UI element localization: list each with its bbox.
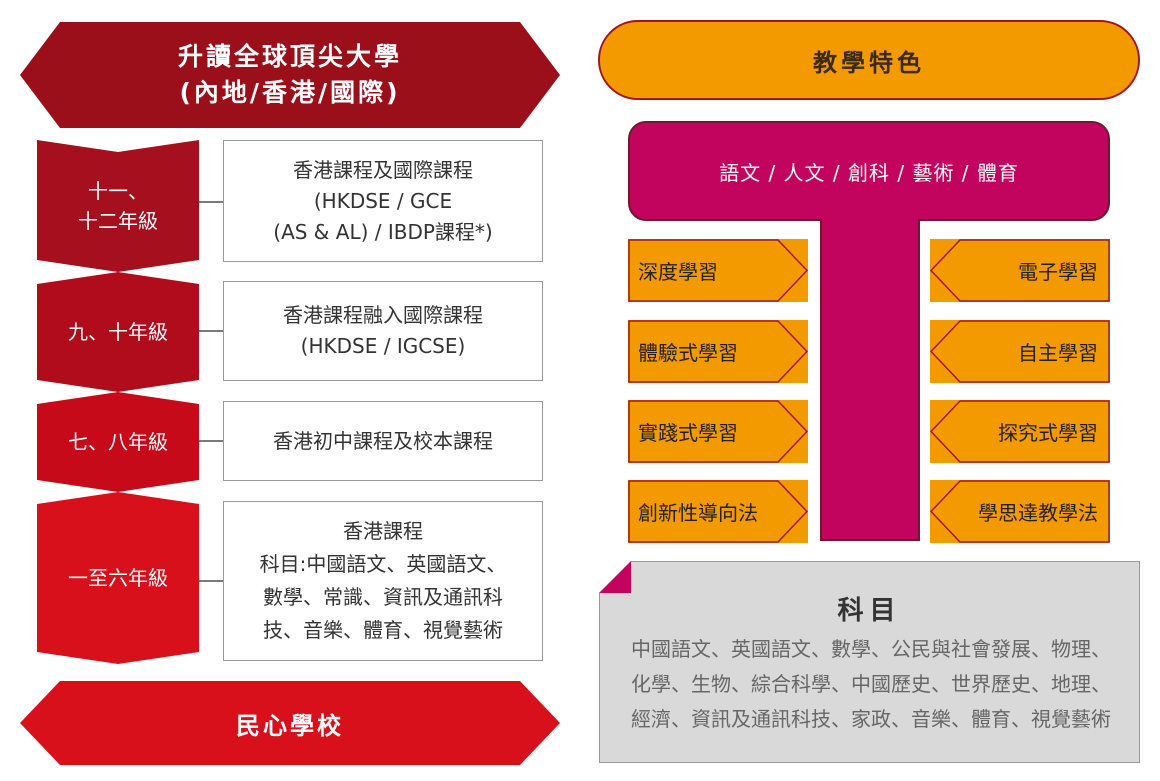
feature-label: 探究式學習 [998,421,1098,445]
arrow-shape [930,480,1110,543]
subjects-list: 中國語文、英國語文、數學、公民與社會發展、物理、 化學、生物、綜合科學、中國歷史… [610,632,1132,737]
feature-label: 學思達教學法 [978,501,1098,525]
course-line: 數學、常識、資訊及通訊科 [263,585,503,609]
feature-label: 創新性導向法 [638,501,758,525]
teaching-features-title: 教學特色 [813,48,925,77]
subjects-line: 化學、生物、綜合科學、中國歷史、世界歷史、地理、 [631,672,1111,696]
subjects-title: 科目 [837,596,902,626]
t-bar-top: 語文 / 人文 / 創科 / 藝術 / 體育 [628,121,1110,221]
connector-line [199,440,223,442]
feature-arrow-left: 體驗式學習 [628,320,808,383]
arrow-shape [930,320,1110,383]
feature-label: 自主學習 [1018,341,1098,365]
arrow-shape [628,239,808,302]
grade-chevron-1-6: 一至六年級 [37,492,199,664]
course-box-1-6: 香港課程 科目:中國語文、英國語文、 數學、常識、資訊及通訊科 技、音樂、體育、… [223,501,543,661]
course-line: 科目:中國語文、英國語文、 [259,552,507,576]
school-banner-label: 民心學校 [236,711,344,740]
t-bar-label: 語文 / 人文 / 創科 / 藝術 / 體育 [719,160,1019,185]
arrow-shape [930,400,1110,463]
arrow-shape [930,239,1110,302]
course-box-11-12: 香港課程及國際課程 (HKDSE / GCE (AS & AL) / IBDP課… [223,140,543,262]
subjects-line: 經濟、資訊及通訊科技、家政、音樂、體育、視覺藝術 [631,707,1111,731]
feature-arrow-right: 探究式學習 [930,400,1110,463]
connector-line [199,330,223,332]
arrow-shape [628,400,808,463]
course-line: (AS & AL) / IBDP課程*) [273,219,493,244]
feature-label: 深度學習 [638,260,718,284]
course-line: 香港課程融入國際課程 [283,303,483,327]
university-banner: 升讀全球頂尖大學 (內地/香港/國際) [20,22,560,128]
connector-line [199,580,223,582]
arrow-shape [628,320,808,383]
feature-arrow-left: 創新性導向法 [628,480,808,543]
subjects-panel [599,561,1140,763]
feature-label: 體驗式學習 [638,341,738,365]
grade-label: 十一、 [88,179,148,203]
grade-label: 十二年級 [78,209,158,233]
university-banner-line2: (內地/香港/國際) [179,78,401,107]
teaching-features-header: 教學特色 [598,20,1140,100]
grade-chevron-9-10: 九、十年級 [37,272,199,392]
feature-arrow-right: 電子學習 [930,239,1110,302]
grade-label: 七、八年級 [68,430,168,454]
subjects-line: 中國語文、英國語文、數學、公民與社會發展、物理、 [631,637,1111,661]
school-banner: 民心學校 [20,681,560,765]
feature-arrow-right: 學思達教學法 [930,480,1110,543]
university-banner-line1: 升讀全球頂尖大學 [177,42,402,71]
arrow-shape [628,480,808,543]
course-line: 技、音樂、體育、視覺藝術 [263,618,503,642]
course-box-9-10: 香港課程融入國際課程 (HKDSE / IGCSE) [223,281,543,381]
course-box-7-8: 香港初中課程及校本課程 [223,401,543,481]
connector-line [199,201,223,203]
grade-label: 九、十年級 [68,320,168,344]
feature-label: 電子學習 [1018,260,1098,284]
grade-chevron-7-8: 七、八年級 [37,392,199,492]
folded-corner-icon [599,561,631,593]
grade-chevron-11-12: 十一、 十二年級 [37,140,199,272]
feature-label: 實踐式學習 [638,421,738,445]
course-line: (HKDSE / IGCSE) [300,334,466,358]
course-line: 香港課程 [343,519,423,543]
grade-label: 一至六年級 [68,566,168,590]
feature-arrow-right: 自主學習 [930,320,1110,383]
t-bar-stem [820,218,920,541]
t-bar-joint [822,212,918,222]
course-line: (HKDSE / GCE [313,188,453,213]
feature-arrow-left: 實踐式學習 [628,400,808,463]
feature-arrow-left: 深度學習 [628,239,808,302]
course-line: 香港初中課程及校本課程 [273,428,493,453]
course-line: 香港課程及國際課程 [293,157,473,182]
